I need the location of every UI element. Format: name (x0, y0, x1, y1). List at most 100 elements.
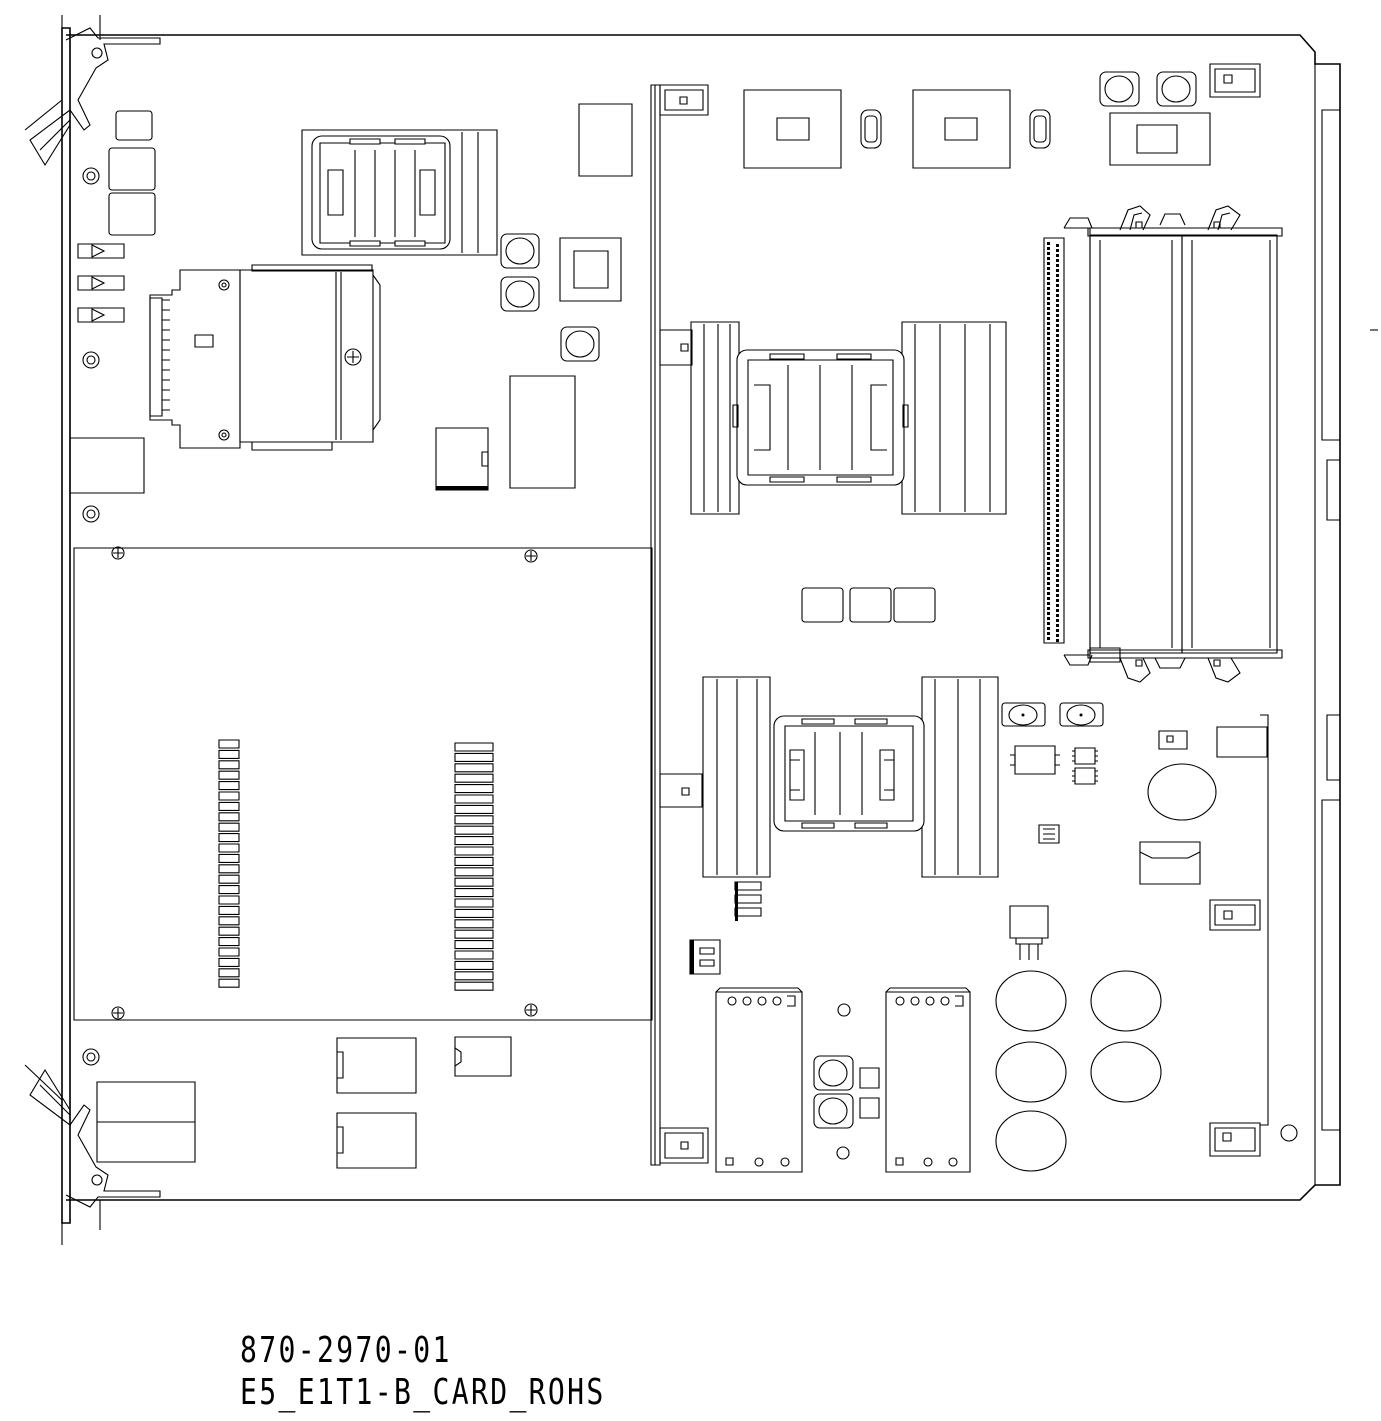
dimm-pin (1056, 449, 1059, 452)
pad-column-left (219, 740, 239, 987)
dimm-pin (1047, 527, 1050, 530)
dimm-pin (1056, 574, 1059, 577)
dimm-pin (1047, 317, 1050, 320)
screw-1 (112, 547, 124, 559)
dimm-pin (1056, 429, 1059, 432)
dimm-pin (1047, 477, 1050, 480)
dimm-pin (1056, 339, 1059, 342)
front-panel (62, 15, 100, 1245)
inductor-2 (501, 277, 539, 311)
dimm-pin (1056, 639, 1059, 642)
dimm-pin (1056, 444, 1059, 447)
dimm-pin (1056, 614, 1059, 617)
dimm-pin (1047, 242, 1050, 245)
dimm-pin (1056, 474, 1059, 477)
components-upper-left (436, 104, 632, 490)
dimm-module-1 (1090, 235, 1182, 653)
dimm-pin (1056, 599, 1059, 602)
dimm-pin (1047, 557, 1050, 560)
contact-pad (455, 941, 493, 949)
dimm-pin (1056, 434, 1059, 437)
dimm-pin (1047, 302, 1050, 305)
dimm-pin (1056, 409, 1059, 412)
dimm-pin (1047, 292, 1050, 295)
contact-pad (455, 868, 493, 876)
dimm-pin (1047, 587, 1050, 590)
contact-pad (219, 948, 239, 956)
contact-pad (455, 847, 493, 855)
components-lower-right (1002, 703, 1297, 1156)
contact-pad (219, 927, 239, 935)
dimm-pin (1047, 532, 1050, 535)
dimm-pin (1056, 469, 1059, 472)
front-panel-leds (70, 168, 144, 1065)
dimm-pin (1056, 419, 1059, 422)
dimm-pin (1056, 279, 1059, 282)
dimm-pin (1056, 354, 1059, 357)
dimm-pin (1047, 617, 1050, 620)
dimm-pin (1056, 629, 1059, 632)
contact-pad (455, 764, 493, 772)
contact-pad (219, 782, 239, 790)
contact-pad (455, 920, 493, 928)
dimm-pin (1056, 319, 1059, 322)
dimm-pin (1047, 247, 1050, 250)
component-blocks-middle (802, 588, 935, 622)
dimm-pin (1056, 464, 1059, 467)
dimm-pin (1056, 634, 1059, 637)
dimm-pin (1047, 437, 1050, 440)
contact-pad (455, 878, 493, 886)
dimm-pin (1056, 504, 1059, 507)
dimm-pin (1047, 547, 1050, 550)
dimm-pin (1047, 327, 1050, 330)
dimm-pin (1047, 277, 1050, 280)
dimm-pin (1056, 309, 1059, 312)
led-indicator-1 (78, 244, 124, 258)
dimm-pin (1047, 392, 1050, 395)
dimm-pin (1047, 457, 1050, 460)
contact-pad (455, 951, 493, 959)
dimm-pin (1047, 462, 1050, 465)
dimm-pin (1047, 607, 1050, 610)
dimm-pin (1056, 414, 1059, 417)
dimm-pin (1056, 604, 1059, 607)
contact-pad (455, 826, 493, 834)
screw-4 (525, 1004, 537, 1016)
contact-pad (455, 972, 493, 980)
dimm-pin (1047, 262, 1050, 265)
dimm-pin (1056, 299, 1059, 302)
dimm-pin (1056, 509, 1059, 512)
contact-pad (455, 930, 493, 938)
components-upper-right (744, 64, 1260, 168)
dimm-pin (1056, 389, 1059, 392)
dimm-pin (1047, 467, 1050, 470)
dimm-pin (1056, 589, 1059, 592)
contact-pad (219, 896, 239, 904)
dimm-pin (1047, 387, 1050, 390)
dimm-pin (1047, 637, 1050, 640)
capacitor-2 (1060, 703, 1103, 726)
dimm-pin (1056, 424, 1059, 427)
dimm-pin (1056, 289, 1059, 292)
dimm-pin (1056, 459, 1059, 462)
dimm-pin (1047, 412, 1050, 415)
dimm-pin (1056, 479, 1059, 482)
screw-3 (112, 1007, 124, 1019)
dimm-pin (1047, 577, 1050, 580)
contact-pad (219, 750, 239, 758)
dimm-pin (1056, 519, 1059, 522)
dimm-pin (1056, 554, 1059, 557)
dimm-socket-area (1044, 206, 1282, 682)
dimm-pin (1047, 287, 1050, 290)
contact-pad (455, 837, 493, 845)
screw-2 (525, 550, 537, 562)
dimm-pin (1047, 597, 1050, 600)
dimm-pin (1047, 417, 1050, 420)
inductor-1 (501, 234, 539, 268)
dimm-pin (1056, 304, 1059, 307)
dimm-pin (1056, 549, 1059, 552)
processor-heatsink-center (691, 322, 1006, 514)
contact-pad (455, 774, 493, 782)
dimm-pin (1056, 484, 1059, 487)
inductor-3 (561, 327, 599, 361)
